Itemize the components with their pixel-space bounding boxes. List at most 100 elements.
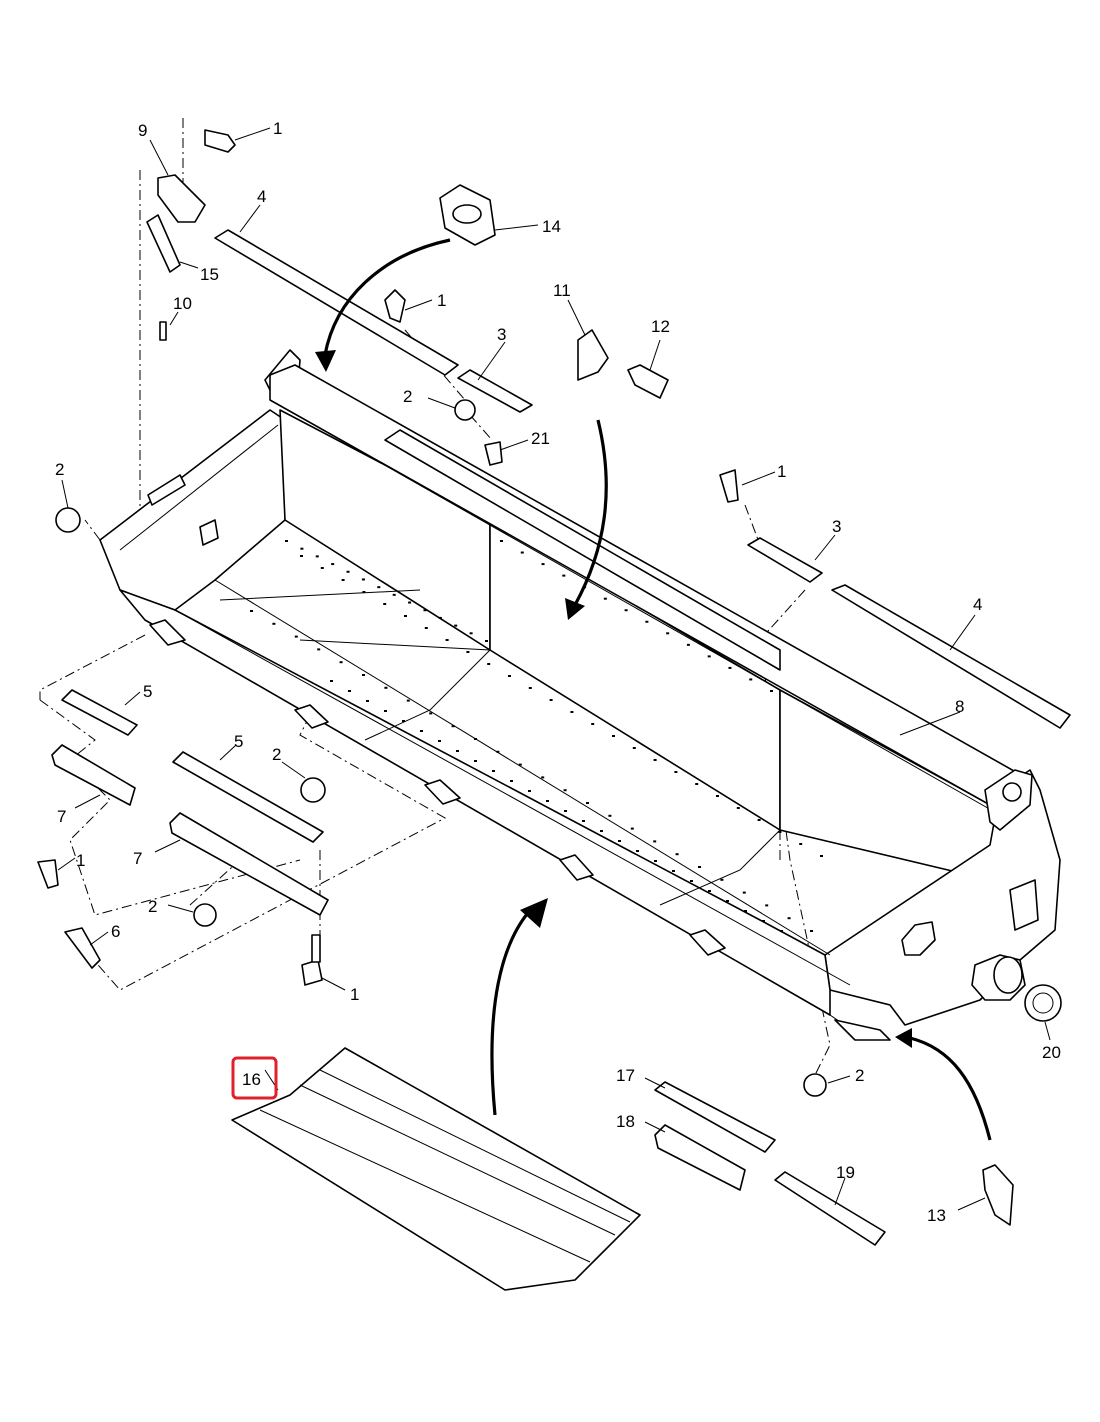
wear-strip-4 bbox=[214, 229, 1071, 729]
rivet-dot bbox=[666, 632, 670, 635]
rivet-dot bbox=[438, 616, 442, 619]
callout-5: 5 bbox=[234, 732, 243, 751]
rivet-dot bbox=[546, 800, 549, 802]
rivet-dot bbox=[285, 540, 288, 542]
callout-1: 1 bbox=[777, 462, 786, 481]
callout-20: 20 bbox=[1042, 1043, 1061, 1062]
rivet-dot bbox=[518, 763, 522, 766]
rivet-dot bbox=[317, 648, 321, 651]
rivet-dot bbox=[672, 870, 675, 872]
rivet-dot bbox=[720, 878, 724, 881]
rivet-dot bbox=[429, 712, 433, 715]
rivet-dot bbox=[742, 891, 746, 894]
rivet-dot bbox=[492, 770, 495, 772]
rivet-dot bbox=[466, 651, 470, 653]
rivet-dot bbox=[496, 750, 500, 753]
rivet-dot bbox=[632, 747, 636, 749]
rivet-dot bbox=[653, 840, 657, 843]
rivet-dot bbox=[250, 610, 253, 612]
callout-1: 1 bbox=[273, 119, 282, 138]
rivet-dot bbox=[424, 627, 428, 629]
rivet-dot bbox=[770, 690, 773, 692]
callout-16: 16 bbox=[242, 1070, 261, 1089]
callout-3: 3 bbox=[832, 517, 841, 536]
rivet-dot bbox=[618, 840, 621, 842]
callout-6: 6 bbox=[111, 922, 120, 941]
callout-4: 4 bbox=[257, 187, 266, 206]
callout-8: 8 bbox=[955, 697, 964, 716]
assembly-arrows bbox=[315, 238, 992, 1141]
angle-7 bbox=[51, 744, 329, 916]
rivet-dot bbox=[294, 635, 298, 638]
rivet-dot bbox=[787, 917, 791, 920]
rivet-dot bbox=[674, 771, 678, 773]
rivet-dot bbox=[384, 710, 387, 712]
rivet-dot bbox=[346, 570, 350, 573]
hardware bbox=[37, 129, 1062, 1246]
rivet-dot bbox=[392, 593, 396, 596]
rivet-dot bbox=[612, 735, 615, 737]
rivet-dot bbox=[408, 601, 412, 604]
wear-strip-3 bbox=[457, 369, 823, 583]
rivet-dot bbox=[377, 586, 381, 589]
rivet-dot bbox=[708, 890, 711, 892]
rivet-dot bbox=[698, 866, 701, 868]
callout-17: 17 bbox=[616, 1066, 635, 1085]
rivet-dot bbox=[762, 920, 765, 922]
header-frame bbox=[99, 349, 1061, 1041]
rivet-dot bbox=[799, 843, 803, 845]
rivet-dot bbox=[570, 711, 574, 713]
rivet-dot bbox=[330, 680, 333, 682]
rivet-dot bbox=[562, 574, 566, 577]
rivet-dot bbox=[675, 853, 679, 856]
rivet-dot bbox=[591, 723, 595, 725]
rivet-dot bbox=[586, 802, 589, 804]
callout-11: 11 bbox=[553, 281, 571, 300]
leader-lines bbox=[57, 127, 1051, 1211]
rivet-dot bbox=[485, 640, 488, 642]
callout-2: 2 bbox=[855, 1066, 864, 1085]
callout-2: 2 bbox=[148, 897, 157, 916]
rivet-dot bbox=[272, 622, 276, 625]
rivet-dot bbox=[707, 655, 711, 658]
rivet-dot bbox=[820, 855, 823, 857]
rivet-dot bbox=[645, 620, 649, 623]
rivet-dot bbox=[636, 850, 639, 852]
rivet-dot bbox=[469, 632, 473, 635]
rivet-dot bbox=[563, 789, 567, 792]
rivet-dot bbox=[630, 827, 634, 830]
rivet-dot bbox=[300, 547, 304, 550]
callout-2: 2 bbox=[55, 460, 64, 479]
callout-1: 1 bbox=[437, 291, 446, 310]
rivet-dot bbox=[508, 675, 511, 677]
rivet-dot bbox=[362, 674, 365, 676]
rivet-dot bbox=[366, 700, 369, 702]
rivet-dot bbox=[686, 643, 690, 646]
rivet-dot bbox=[528, 790, 531, 792]
rivet-dot bbox=[300, 555, 303, 557]
rivet-dot bbox=[348, 690, 351, 692]
callout-1: 1 bbox=[350, 985, 359, 1004]
rivet-dot bbox=[423, 609, 427, 612]
callout-1: 1 bbox=[76, 851, 85, 870]
callout-5: 5 bbox=[143, 682, 152, 701]
rivet-dot bbox=[445, 639, 449, 641]
rivet-dot bbox=[690, 880, 693, 882]
callout-3: 3 bbox=[497, 325, 506, 344]
callout-10: 10 bbox=[173, 294, 192, 313]
rivet-dot bbox=[456, 750, 459, 752]
bracket-5 bbox=[61, 689, 324, 843]
rivet-dot bbox=[454, 624, 458, 627]
rivet-dot bbox=[695, 783, 699, 785]
rivet-dot bbox=[765, 904, 769, 907]
callout-labels: 1 1 1 1 1 2 2 2 2 2 3 3 4 4 5 5 6 7 7 8 … bbox=[55, 119, 1061, 1225]
callout-9: 9 bbox=[138, 121, 147, 140]
rivet-dot bbox=[728, 666, 732, 669]
rivet-dot bbox=[384, 686, 388, 689]
rivet-dot bbox=[474, 738, 477, 740]
rivet-dot bbox=[757, 819, 761, 821]
rivet-dot bbox=[331, 563, 335, 566]
rivet-dot bbox=[404, 615, 407, 617]
rivet-dot bbox=[608, 814, 612, 817]
